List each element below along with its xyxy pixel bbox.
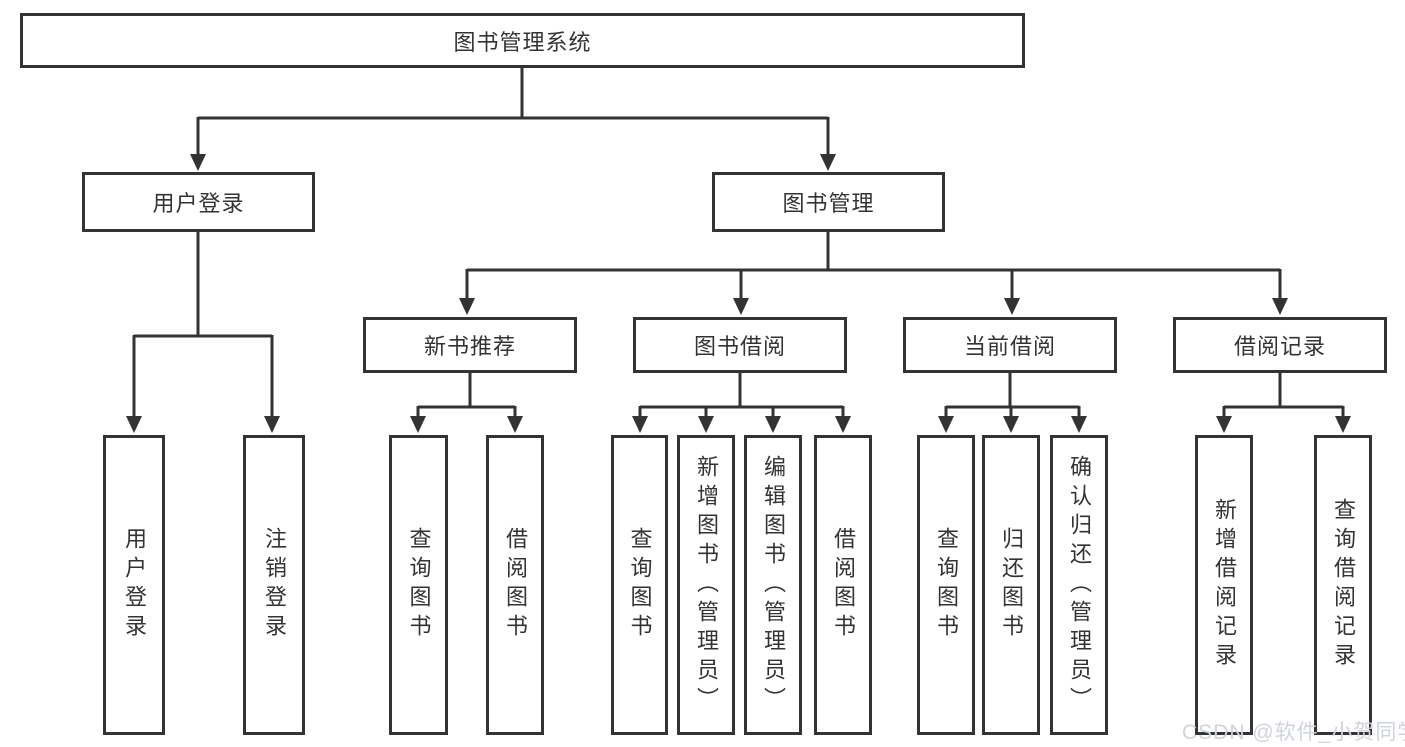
node-root-label: 图书管理系统: [453, 29, 592, 55]
arrowheads-book-borrow: [632, 416, 851, 433]
leaf-records-add-record: 新增借阅记录: [1195, 435, 1253, 735]
leaf-borrow-edit-books-admin: 编辑图书（管理员）: [744, 435, 802, 735]
arrowheads-level3: [459, 298, 1288, 315]
watermark: CSDN @软件_小贺同学: [1182, 721, 1405, 744]
leaf-current-return-books: 归还图书: [982, 435, 1040, 735]
arrowheads-current-borrow: [938, 416, 1087, 433]
arrowheads-level2: [190, 154, 836, 171]
arrowheads-user-login: [126, 416, 280, 433]
node-current-borrowing-label: 当前借阅: [963, 334, 1056, 359]
leaf-records-query-record-label: 查询借阅记录: [1331, 498, 1356, 672]
leaf-current-query-books: 查询图书: [917, 435, 975, 735]
node-borrowing-records-label: 借阅记录: [1233, 334, 1326, 359]
connector-records-to-leaves: [1222, 373, 1345, 418]
leaf-logout: 注销登录: [243, 435, 305, 735]
leaf-borrow-borrow-books-label: 借阅图书: [831, 527, 856, 643]
node-book-borrowing-label: 图书借阅: [693, 334, 786, 359]
connector-book-mgmt-to-level3: [465, 232, 1282, 300]
leaf-records-query-record: 查询借阅记录: [1314, 435, 1372, 735]
connector-root-to-level2: [196, 68, 830, 156]
node-book-management-label: 图书管理: [782, 191, 875, 216]
arrowheads-new-books: [410, 416, 523, 433]
arrowheads-records: [1216, 416, 1351, 433]
leaf-records-add-record-label: 新增借阅记录: [1212, 498, 1237, 672]
leaf-borrow-edit-books-admin-label: 编辑图书（管理员）: [761, 454, 786, 716]
leaf-borrow-add-books-admin: 新增图书（管理员）: [677, 435, 735, 735]
leaf-newbooks-borrow-books: 借阅图书: [486, 435, 544, 735]
node-user-login: 用户登录: [82, 172, 315, 232]
node-root-system: 图书管理系统: [20, 13, 1025, 68]
node-borrowing-records: 借阅记录: [1173, 317, 1387, 373]
node-user-login-label: 用户登录: [152, 191, 245, 216]
leaf-borrow-borrow-books: 借阅图书: [814, 435, 872, 735]
leaf-current-return-books-label: 归还图书: [999, 527, 1024, 643]
leaf-user-login: 用户登录: [103, 435, 165, 735]
leaf-current-confirm-return-admin: 确认归还（管理员）: [1050, 435, 1108, 735]
leaf-current-confirm-return-admin-label: 确认归还（管理员）: [1067, 454, 1092, 716]
leaf-current-query-books-label: 查询图书: [934, 527, 959, 643]
connector-book-borrow-to-leaves: [638, 373, 845, 418]
connector-new-books-to-leaves: [416, 373, 517, 418]
leaf-newbooks-query-books: 查询图书: [389, 435, 448, 735]
leaf-borrow-query-books: 查询图书: [611, 435, 668, 735]
leaf-borrow-add-books-admin-label: 新增图书（管理员）: [694, 454, 719, 716]
connector-user-login-to-leaves: [132, 232, 274, 418]
node-book-borrowing: 图书借阅: [633, 317, 847, 373]
connector-current-borrow-to-leaves: [944, 373, 1081, 418]
leaf-newbooks-borrow-books-label: 借阅图书: [503, 527, 528, 643]
leaf-logout-label: 注销登录: [262, 527, 287, 643]
leaf-borrow-query-books-label: 查询图书: [627, 527, 653, 643]
node-book-management: 图书管理: [712, 172, 945, 232]
leaf-user-login-label: 用户登录: [122, 527, 147, 643]
node-current-borrowing: 当前借阅: [903, 317, 1117, 373]
node-new-book-recommendation: 新书推荐: [363, 317, 577, 373]
node-new-book-recommendation-label: 新书推荐: [423, 334, 516, 359]
leaf-newbooks-query-books-label: 查询图书: [406, 527, 432, 643]
